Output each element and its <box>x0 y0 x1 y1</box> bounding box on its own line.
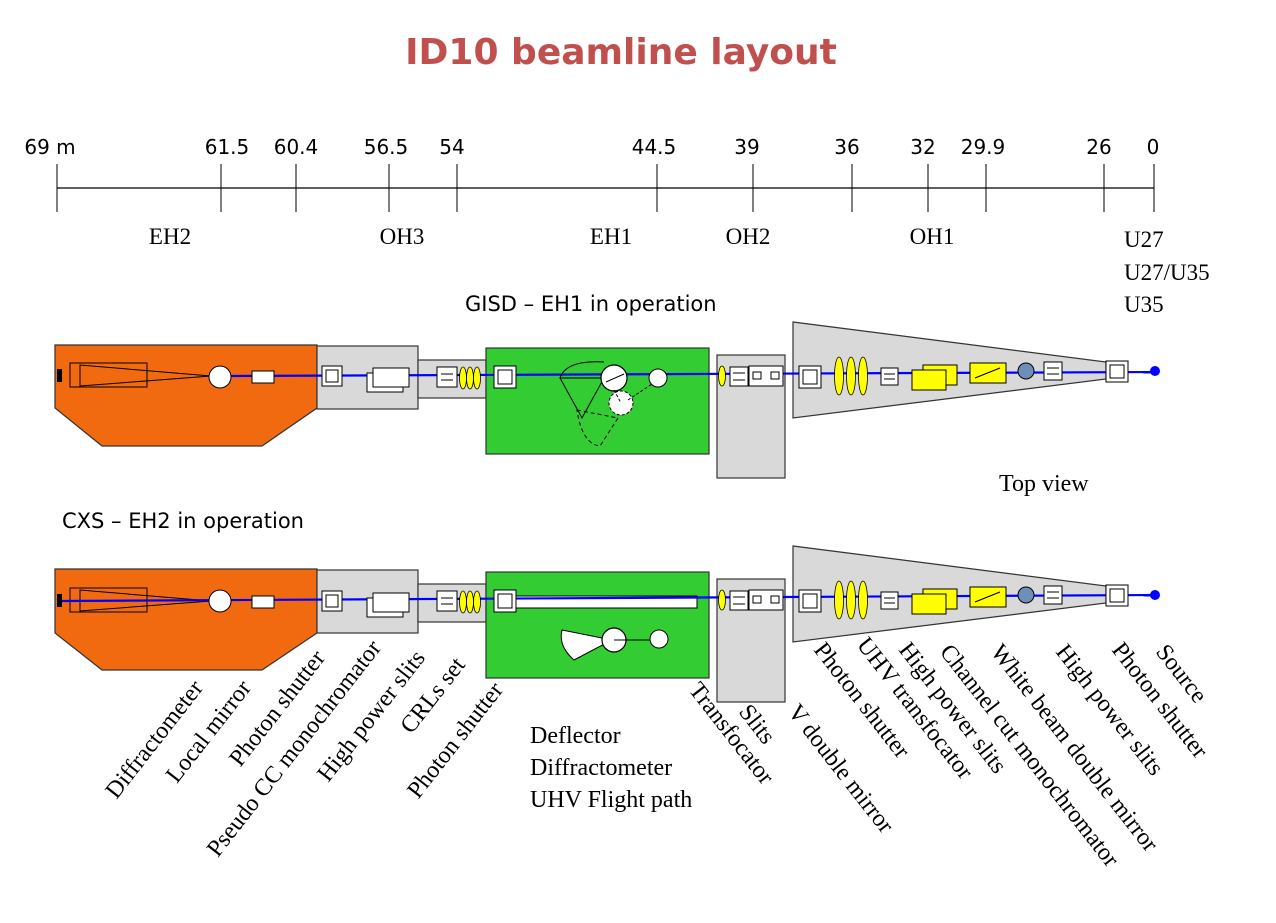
crls-set <box>459 590 481 614</box>
tick-label: 29.9 <box>961 135 1006 159</box>
photon-shutter <box>1109 588 1125 603</box>
detector <box>57 594 62 607</box>
eh1-component-label: Diffractometer <box>530 755 672 781</box>
channel-cut-monochromator <box>911 593 947 615</box>
tick-label: 61.5 <box>205 135 250 159</box>
photon-shutter <box>497 593 513 609</box>
tick-label: 69 m <box>24 135 75 159</box>
local-mirror <box>251 595 275 609</box>
high-power-slits <box>1043 585 1063 605</box>
pseudo-cc-monochromator <box>372 592 410 613</box>
eh1-component-label: Deflector <box>530 723 621 749</box>
eh1-hutch <box>485 571 710 679</box>
high-power-slits <box>880 367 899 386</box>
undulator-label: U35 <box>1124 292 1164 317</box>
eh2-hutch <box>54 344 318 447</box>
tick-label: 56.5 <box>364 135 409 159</box>
tick-label: 36 <box>834 135 859 159</box>
eh2-hutch <box>54 568 318 671</box>
diffractometer <box>208 365 232 389</box>
pseudo-cc-monochromator <box>372 367 410 388</box>
uhv-transfocator <box>834 580 868 620</box>
photon-shutter <box>802 593 818 609</box>
distance-scale: 69 m 61.5 60.4 56.5 54 44.5 39 36 32 29.… <box>24 135 1209 317</box>
slits <box>729 590 749 611</box>
tick-label: 32 <box>910 135 935 159</box>
tick-label: 0 <box>1147 135 1160 159</box>
local-mirror <box>251 370 275 384</box>
undulator-label: U27/U35 <box>1124 260 1210 285</box>
high-power-slits <box>880 591 899 610</box>
hutch-label-oh2: OH2 <box>726 224 771 249</box>
high-power-slits <box>1043 361 1063 381</box>
photon-shutter <box>1109 364 1125 379</box>
scale-tick-marks <box>56 164 1155 212</box>
deflector <box>608 390 634 416</box>
hutch-label-oh1: OH1 <box>910 224 955 249</box>
photon-shutter <box>325 594 339 608</box>
undulator-label: U27 <box>1124 227 1164 252</box>
tick-label: 39 <box>734 135 759 159</box>
tick-label: 54 <box>439 135 464 159</box>
uhv-transfocator <box>834 356 868 396</box>
transfocator <box>718 365 726 387</box>
top-layout <box>54 321 1160 479</box>
deflector <box>560 629 614 661</box>
bottom-layout <box>54 545 1160 703</box>
hutch-label-oh3: OH3 <box>380 224 425 249</box>
crls-set <box>459 366 481 390</box>
page-title: ID10 beamline layout <box>405 32 837 73</box>
v-double-mirror <box>748 365 784 387</box>
detector-arm <box>69 362 148 388</box>
photon-shutter <box>325 369 339 383</box>
top-view-label: Top view <box>999 471 1089 497</box>
eh1-hutch <box>485 347 710 455</box>
transfocator <box>718 589 726 611</box>
v-double-mirror <box>748 589 784 611</box>
cxs-config-label: CXS – EH2 in operation <box>62 509 304 533</box>
source <box>1150 366 1160 376</box>
source <box>1150 590 1160 600</box>
detector-cone <box>79 364 212 387</box>
tick-label: 26 <box>1086 135 1111 159</box>
gisd-config-label: GISD – EH1 in operation <box>465 292 717 316</box>
high-power-slits <box>436 366 458 388</box>
hutch-label-eh2: EH2 <box>149 224 191 249</box>
detector <box>57 369 62 382</box>
channel-cut-monochromator <box>911 369 947 391</box>
slits <box>729 366 749 387</box>
high-power-slits <box>436 590 458 612</box>
photon-shutter <box>497 369 513 385</box>
hutch-label-eh1: EH1 <box>590 224 632 249</box>
tick-label: 60.4 <box>274 135 319 159</box>
tick-label: 44.5 <box>632 135 677 159</box>
photon-shutter <box>802 369 818 385</box>
eh1-component-label: UHV Flight path <box>530 787 692 813</box>
diffractometer <box>208 589 232 613</box>
